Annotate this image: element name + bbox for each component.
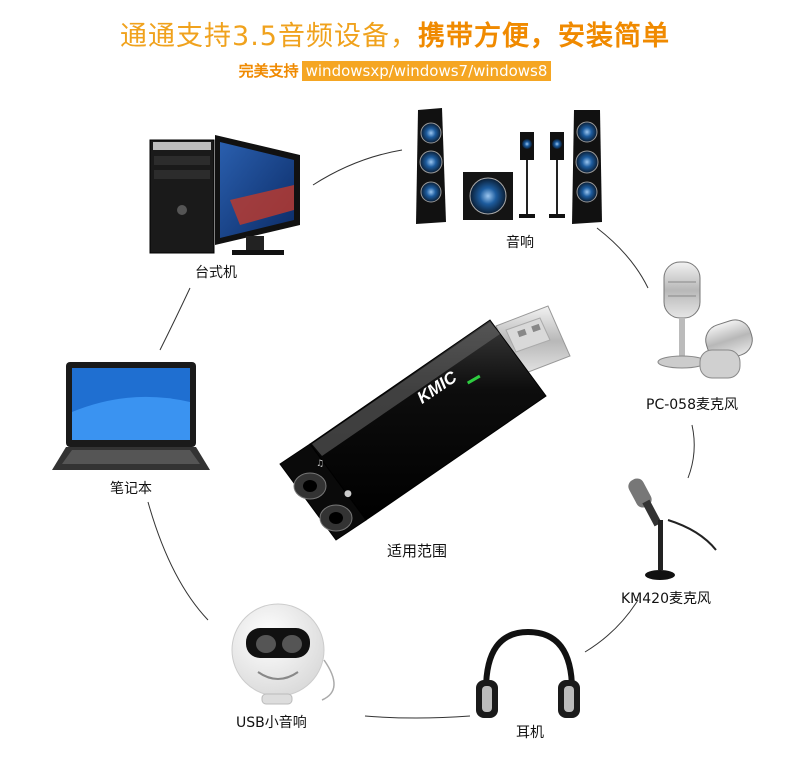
label-km420-mic: KM420麦克风 [621, 591, 711, 607]
support-label: 完美支持 [238, 62, 299, 80]
connection-ring [147, 149, 695, 719]
desktop-computer-image [149, 135, 300, 255]
headline: 通通支持3.5音频设备，携带方便，安装简单 [0, 14, 790, 53]
microphone-jack-icon: ● [344, 489, 352, 499]
speakers-image [416, 108, 602, 224]
headphone-jack-icon: ♫ [316, 459, 324, 469]
label-usb-speaker: USB小音响 [236, 715, 307, 731]
label-desktop: 台式机 [195, 265, 237, 281]
laptop-image [52, 362, 210, 470]
pc058-microphone-image [657, 261, 753, 379]
device-caption: 适用范围 [387, 542, 448, 560]
label-speakers: 音响 [506, 235, 534, 251]
usb-audio-adapter-image [279, 305, 571, 541]
label-laptop: 笔记本 [110, 481, 152, 497]
headline-part-b: 携带方便，安装简单 [417, 21, 670, 52]
label-headphones: 耳机 [516, 725, 544, 741]
headphones-image [476, 628, 580, 718]
headline-part-a: 通通支持3.5音频设备， [120, 21, 418, 52]
label-pc058-mic: PC-058麦克风 [646, 397, 738, 413]
os-list-badge: windowsxp/windows7/windows8 [301, 61, 552, 81]
km420-microphone-image [628, 478, 717, 580]
usb-speaker-image [231, 603, 335, 705]
